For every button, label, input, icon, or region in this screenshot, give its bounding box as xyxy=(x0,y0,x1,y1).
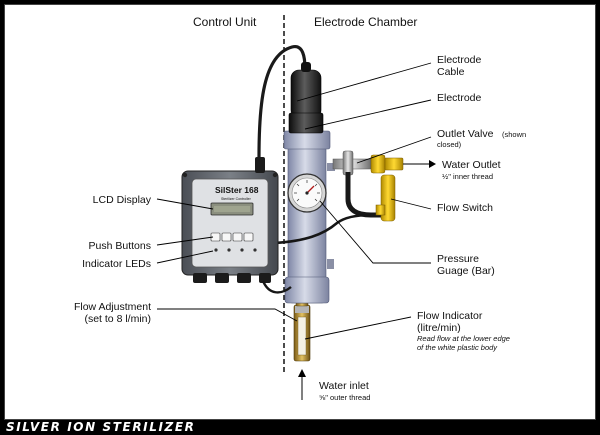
label-electrode-cable-2: Cable xyxy=(437,66,465,78)
cable-gland xyxy=(259,273,271,283)
inlet-arrow-icon xyxy=(298,369,306,377)
screw-icon xyxy=(182,172,188,178)
electrode-collar xyxy=(288,112,324,134)
sterilizer-diagram: Control Unit Electrode Chamber xyxy=(74,15,526,402)
label-flow-indicator: Flow Indicator xyxy=(417,310,483,322)
label-flow-switch: Flow Switch xyxy=(437,202,493,214)
label-water-inlet-note: ⅝" outer thread xyxy=(319,393,370,402)
gauge-ticks xyxy=(294,180,320,202)
label-push-buttons: Push Buttons xyxy=(89,240,151,252)
push-button[interactable] xyxy=(221,232,232,242)
label-indicator-leds: Indicator LEDs xyxy=(82,258,151,270)
flow-switch-wire xyxy=(274,213,372,245)
leader-lines xyxy=(156,62,432,340)
control-unit-header: Control Unit xyxy=(193,15,257,29)
label-outlet-valve-note-2: closed) xyxy=(437,140,462,149)
cable-gland xyxy=(237,273,251,283)
label-flow-adjustment: Flow Adjustment xyxy=(74,301,151,313)
lcd-screen xyxy=(214,206,250,212)
label-flow-adjustment-2: (set to 8 l/min) xyxy=(84,313,151,325)
cable-gland xyxy=(215,273,229,283)
diagram-panel: Control Unit Electrode Chamber xyxy=(4,4,596,420)
cable-gland xyxy=(301,62,311,72)
indicator-led xyxy=(240,248,244,252)
label-flow-indicator-note: Read flow at the lower edge xyxy=(417,334,510,343)
label-outlet-valve-note: (shown xyxy=(502,130,526,139)
device-brand: SilSter 168 xyxy=(215,185,259,195)
indicator-leds xyxy=(214,248,257,252)
flow-switch-connector xyxy=(375,204,386,216)
water-outlet-nozzle xyxy=(384,157,404,171)
flow-indicator-window xyxy=(297,316,307,356)
gauge-pivot xyxy=(305,191,309,195)
power-cable xyxy=(261,280,292,294)
cable-gland xyxy=(193,273,207,283)
chamber-bottom-cap xyxy=(284,276,330,304)
label-pressure-gauge-2: Guage (Bar) xyxy=(437,265,495,277)
label-water-outlet: Water Outlet xyxy=(442,159,501,171)
gauge-needle xyxy=(306,185,315,194)
label-outlet-valve: Outlet Valve xyxy=(437,128,494,140)
label-pressure-gauge: Pressure xyxy=(437,253,479,265)
label-electrode: Electrode xyxy=(437,92,482,104)
label-flow-indicator-2: (litre/min) xyxy=(417,322,461,334)
chamber-side-port xyxy=(327,163,335,171)
push-button[interactable] xyxy=(243,232,254,242)
device-subtitle: Sterilizer Controller xyxy=(221,197,252,201)
indicator-led xyxy=(227,248,231,252)
electrode-cable xyxy=(257,45,307,158)
chamber-side-port-lower xyxy=(327,259,334,269)
label-flow-indicator-note-2: of the white plastic body xyxy=(417,343,498,352)
electrode-chamber-header: Electrode Chamber xyxy=(314,15,417,29)
push-button[interactable] xyxy=(232,232,243,242)
label-electrode-cable: Electrode xyxy=(437,54,482,66)
push-buttons xyxy=(210,232,254,242)
label-water-inlet: Water inlet xyxy=(319,380,369,392)
electrode-head xyxy=(290,69,322,119)
screw-icon xyxy=(272,172,278,178)
indicator-led xyxy=(253,248,257,252)
control-unit-faceplate xyxy=(191,178,269,268)
indicator-led xyxy=(214,248,218,252)
arrows xyxy=(298,160,436,400)
flow-indicator-float xyxy=(295,306,309,313)
label-water-outlet-note: ½" inner thread xyxy=(442,172,493,181)
footer-caption: SILVER ION STERILIZER xyxy=(6,420,196,434)
chamber-top-cap xyxy=(283,130,331,150)
cable-gland-top xyxy=(255,157,265,173)
outlet-valve-body xyxy=(342,150,354,176)
label-lcd-display: LCD Display xyxy=(93,194,152,206)
outlet-arrow-icon xyxy=(429,160,436,168)
